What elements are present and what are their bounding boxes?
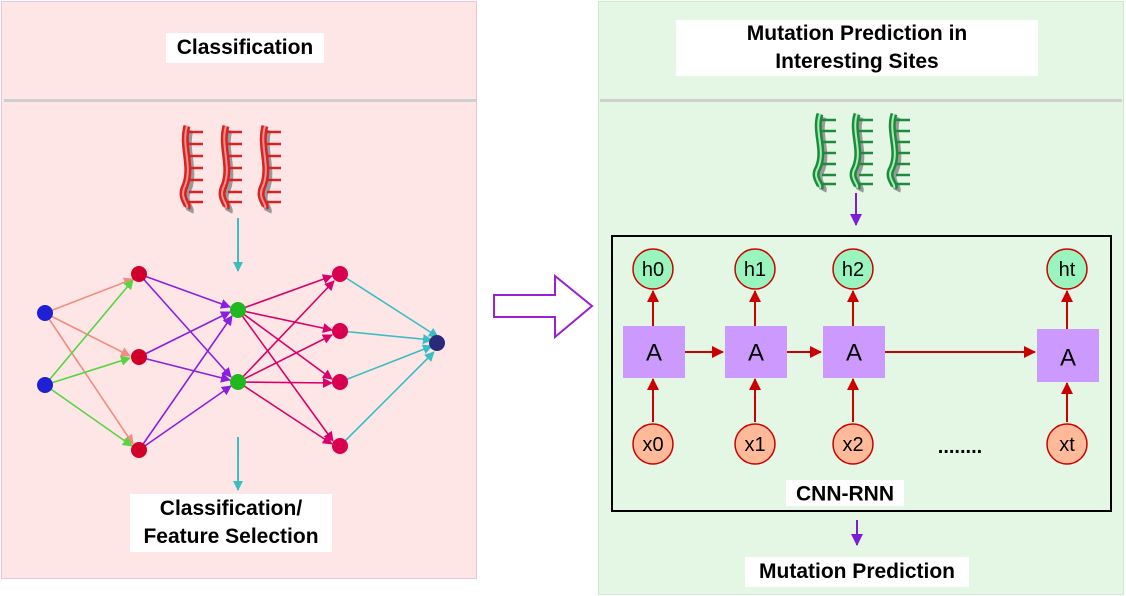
hidden-state-label: ht	[1059, 259, 1076, 281]
input-state-label: x2	[842, 434, 863, 456]
feature-label-line1: Classification/	[159, 497, 303, 520]
input-state-node	[1046, 423, 1088, 465]
mutation-title-line1: Mutation Prediction in	[746, 22, 968, 45]
classification-title-text: Classification	[176, 36, 314, 59]
input-state-node	[632, 423, 674, 465]
rnn-cell	[1037, 329, 1099, 382]
hidden-node	[332, 374, 348, 390]
hidden-node	[131, 266, 147, 282]
dna-strand-icon	[257, 124, 281, 214]
output-node	[429, 335, 445, 351]
input-state-label: x1	[744, 434, 765, 456]
cnn-rnn-label-bg	[786, 480, 904, 506]
mutation-output-text: Mutation Prediction	[759, 560, 955, 583]
right-panel-divider	[600, 99, 1122, 102]
neural-network-edges	[44, 273, 439, 451]
neural-network-nodes	[37, 266, 445, 458]
hidden-node	[332, 323, 348, 339]
hidden-state-label: h1	[744, 259, 766, 281]
input-state-node	[832, 423, 874, 465]
dna-strand-icon	[886, 112, 910, 193]
hidden-node	[230, 374, 246, 390]
hidden-state-node	[832, 248, 874, 290]
dna-strand-icon	[218, 124, 242, 214]
hidden-state-label: h2	[842, 259, 864, 281]
cnn-rnn-box	[611, 235, 1112, 512]
mutation-prediction-output-label: Mutation Prediction	[745, 557, 969, 587]
hidden-state-node	[632, 248, 674, 290]
rnn-cell	[725, 326, 787, 378]
cnn-rnn-label: CNN-RNN	[796, 483, 894, 506]
hidden-node	[131, 349, 147, 365]
feature-label-line2: Feature Selection	[143, 525, 319, 548]
dna-strand-icon	[812, 112, 836, 193]
hidden-state-node	[1046, 248, 1088, 290]
sequence-ellipsis: ........	[938, 436, 982, 458]
mutation-title-line2: Interesting Sites	[775, 50, 939, 73]
rnn-cell-label: A	[748, 340, 764, 367]
input-state-label: x0	[642, 434, 663, 456]
dna-strand-icon	[179, 124, 203, 214]
rnn-hidden-states: h0 h1 h2 ht	[632, 248, 1088, 290]
hidden-state-node	[734, 248, 776, 290]
rnn-cells: A A A A	[623, 326, 1099, 382]
mutation-prediction-title: Mutation Prediction in Interesting Sites	[676, 20, 1038, 76]
rnn-cell-label: A	[646, 340, 662, 367]
hidden-node	[230, 302, 246, 318]
classification-feature-selection-label: Classification/ Feature Selection	[130, 494, 332, 552]
hidden-state-label: h0	[642, 259, 664, 281]
rnn-cell-label: A	[846, 340, 862, 367]
dna-strands-red-icon	[179, 124, 281, 214]
dna-strands-green-icon	[812, 112, 910, 193]
input-state-label: xt	[1059, 434, 1075, 456]
rnn-inputs: x0 x1 x2 xt	[632, 423, 1088, 465]
left-panel-divider	[4, 99, 476, 102]
flow-right-arrow-icon	[493, 273, 594, 340]
rnn-arrows	[647, 290, 1073, 422]
hidden-node	[332, 438, 348, 454]
classification-title: Classification	[166, 33, 324, 63]
input-node	[37, 377, 53, 393]
input-state-node	[734, 423, 776, 465]
input-node	[37, 305, 53, 321]
rnn-cell-label: A	[1060, 345, 1076, 372]
rnn-cell	[823, 326, 885, 378]
hidden-node	[131, 442, 147, 458]
rnn-cell	[623, 326, 685, 378]
dna-strand-icon	[849, 112, 873, 193]
hidden-node	[332, 266, 348, 282]
